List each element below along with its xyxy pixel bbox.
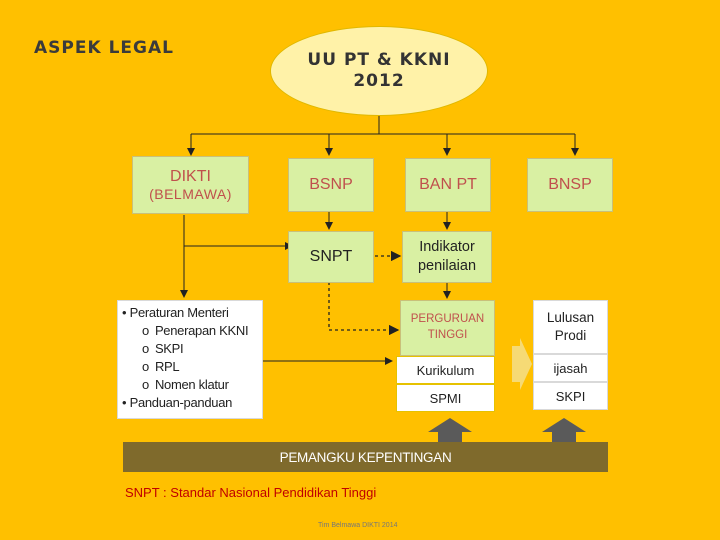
spmi-box: SPMI [396,384,495,412]
bnsp-box: BNSP [527,158,613,212]
indikator-box: Indikator penilaian [402,231,492,283]
regulation-list: • Peraturan Menteri Penerapan KKNI SKPI … [117,300,263,419]
belmawa-label: (BELMAWA) [149,186,232,203]
list-heading-panduan-text: Panduan-panduan [129,395,233,410]
page-title: ASPEK LEGAL [34,38,174,58]
ellipse-line2: 2012 [353,71,405,91]
perguruan-tinggi-box: PERGURUAN TINGGI [400,300,495,356]
ellipse-line1: UU PT & KKNI [307,49,451,70]
list-item: Penerapan KKNI [122,322,258,340]
footer-credit: Tim Belmawa DIKTI 2014 [318,522,398,529]
skpi-box: SKPI [533,382,608,410]
list-item: Nomen klatur [122,376,258,394]
up-arrow-left [428,418,472,442]
up-arrow-right [542,418,586,442]
dikti-label: DIKTI [170,168,211,185]
uu-pt-kkni-ellipse: UU PT & KKNI 2012 [270,26,488,116]
snpt-box: SNPT [288,231,374,283]
list-item: SKPI [122,340,258,358]
dikti-box: DIKTI (BELMAWA) [132,156,249,214]
stakeholder-bar: PEMANGKU KEPENTINGAN [123,442,608,472]
bsnp-box: BSNP [288,158,374,212]
list-heading-panduan: • Panduan-panduan [122,395,233,410]
snpt-definition: SNPT : Standar Nasional Pendidikan Tingg… [125,485,377,500]
banpt-box: BAN PT [405,158,491,212]
list-heading-peraturan-text: Peraturan Menteri [129,305,229,320]
lulusan-prodi-box: Lulusan Prodi [533,300,608,354]
list-item: RPL [122,358,258,376]
kurikulum-box: Kurikulum [396,356,495,384]
ijasah-box: ijasah [533,354,608,382]
list-heading-peraturan: • Peraturan Menteri [122,305,229,320]
